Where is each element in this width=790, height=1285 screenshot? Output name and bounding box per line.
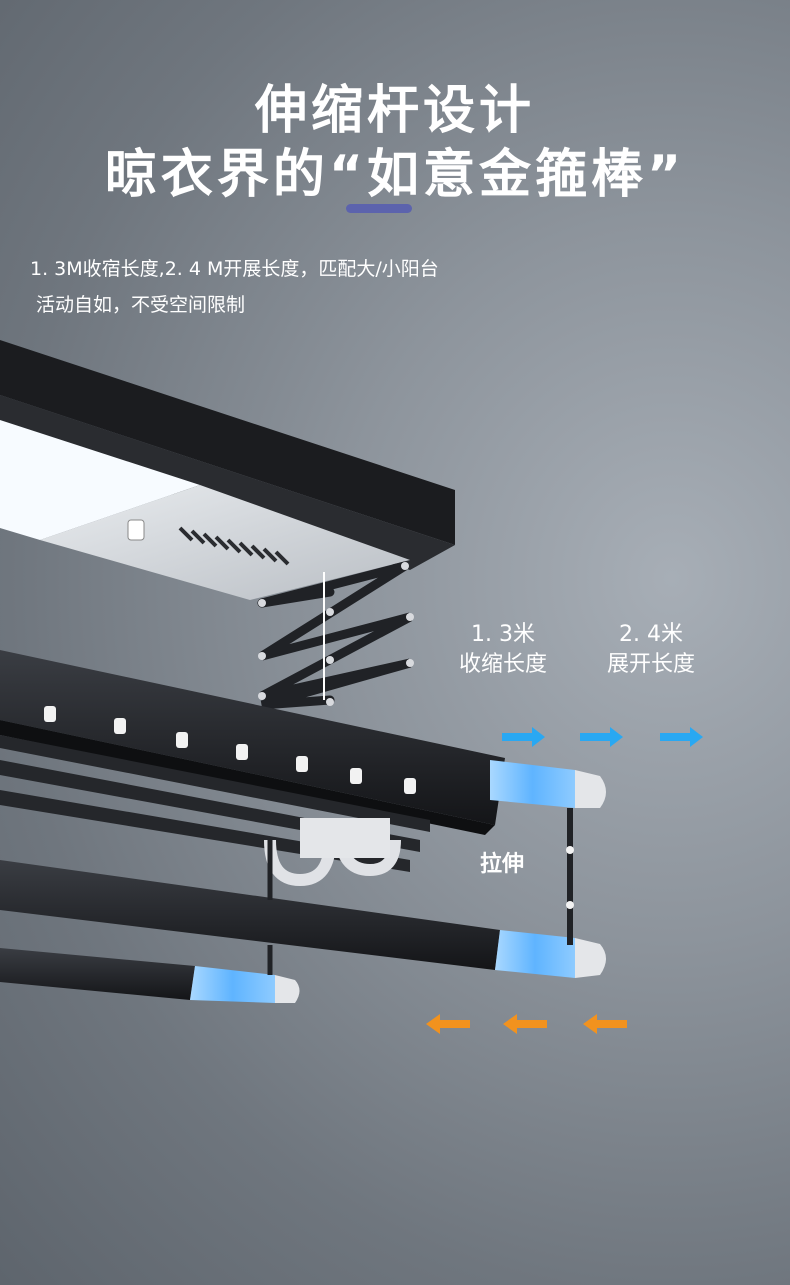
retract-length-value: 1. 3米 — [471, 622, 535, 647]
stretch-label: 拉伸 — [479, 852, 524, 877]
expand-length-text: 展开长度 — [606, 652, 695, 677]
retract-length-label: 1. 3米 收缩长度 — [448, 620, 558, 680]
accent-divider — [346, 204, 412, 213]
description-line-1: 1. 3M收宿长度,2. 4 M开展长度，匹配大/小阳台 — [30, 258, 439, 280]
scissor-lift — [257, 561, 413, 710]
headline-line-1: 伸缩杆设计 — [254, 81, 535, 141]
retract-length-text: 收缩长度 — [458, 652, 547, 677]
sensor-icon — [127, 519, 145, 541]
drying-rack-illustration — [0, 340, 703, 1034]
middle-rod — [0, 840, 606, 978]
bottom-rod — [0, 945, 300, 1003]
top-rod — [0, 650, 606, 835]
retract-arrows — [426, 1014, 627, 1034]
expand-length-value: 2. 4米 — [619, 622, 683, 647]
headline-line-2: 晾衣界的“如意金箍棒” — [104, 145, 686, 205]
expand-arrows — [502, 727, 703, 747]
expand-length-label: 2. 4米 展开长度 — [595, 620, 707, 680]
hanger-clips — [264, 818, 401, 887]
description-line-2: 活动自如，不受空间限制 — [36, 294, 246, 316]
stretch-connector — [566, 808, 574, 945]
motor-housing — [0, 340, 455, 600]
